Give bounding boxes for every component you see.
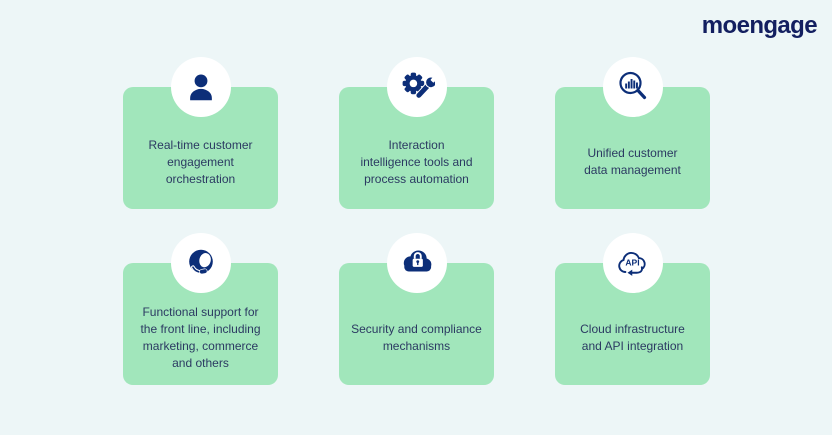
feature-card-cloud-api: API Cloud infrastructure and API integra… bbox=[555, 233, 710, 385]
gear-wrench-icon bbox=[399, 69, 435, 105]
feature-card-interaction-intelligence: Interaction intelligence tools and proce… bbox=[339, 57, 494, 209]
card-label: Cloud infrastructure and API integration bbox=[580, 322, 685, 353]
card-label: Real-time customer engagement orchestrat… bbox=[148, 137, 253, 186]
icon-circle bbox=[170, 57, 231, 117]
cloud-lock-icon bbox=[398, 246, 436, 280]
icon-circle bbox=[386, 57, 447, 117]
icon-circle bbox=[170, 233, 231, 293]
card-label: Unified customer data management bbox=[584, 146, 681, 177]
cloud-api-icon: API bbox=[614, 245, 652, 281]
user-icon bbox=[184, 70, 218, 104]
icon-circle: API bbox=[602, 233, 663, 293]
feature-card-security-compliance: Security and compliance mechanisms bbox=[339, 233, 494, 385]
card-label: Interaction intelligence tools and proce… bbox=[360, 137, 473, 186]
card-body: Interaction intelligence tools and proce… bbox=[339, 87, 494, 209]
icon-circle bbox=[386, 233, 447, 293]
card-label: Security and compliance mechanisms bbox=[351, 322, 482, 353]
feature-card-realtime-engagement: Real-time customer engagement orchestrat… bbox=[123, 57, 278, 209]
magnifier-bar-chart-icon bbox=[615, 69, 651, 105]
icon-circle bbox=[602, 57, 663, 117]
moengage-logo: moengage bbox=[701, 12, 818, 39]
feature-card-functional-support: Functional support for the front line, i… bbox=[123, 233, 278, 385]
support-agent-icon bbox=[184, 246, 218, 280]
api-label: API bbox=[625, 257, 639, 267]
feature-card-unified-data: Unified customer data management bbox=[555, 57, 710, 209]
card-label: Functional support for the front line, i… bbox=[140, 305, 261, 370]
